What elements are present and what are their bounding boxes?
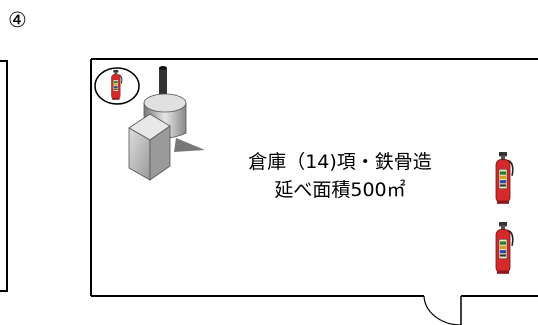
total-floor-area: 延べ面積500㎡ [274, 179, 406, 201]
building-use-structure: 倉庫（14)項・鉄骨造 [248, 151, 432, 173]
room-walls [90, 58, 538, 297]
door [423, 295, 462, 325]
circled-extinguisher [94, 67, 140, 105]
adjacent-building-outline [0, 60, 8, 292]
step-number: ④ [8, 8, 27, 32]
building-label: 倉庫（14)項・鉄骨造 延べ面積500㎡ [220, 148, 460, 204]
tank-equipment-icon [128, 66, 205, 181]
fire-extinguisher-icon [495, 221, 514, 275]
equipment-box [128, 113, 171, 181]
fire-extinguisher-icon [495, 151, 514, 205]
